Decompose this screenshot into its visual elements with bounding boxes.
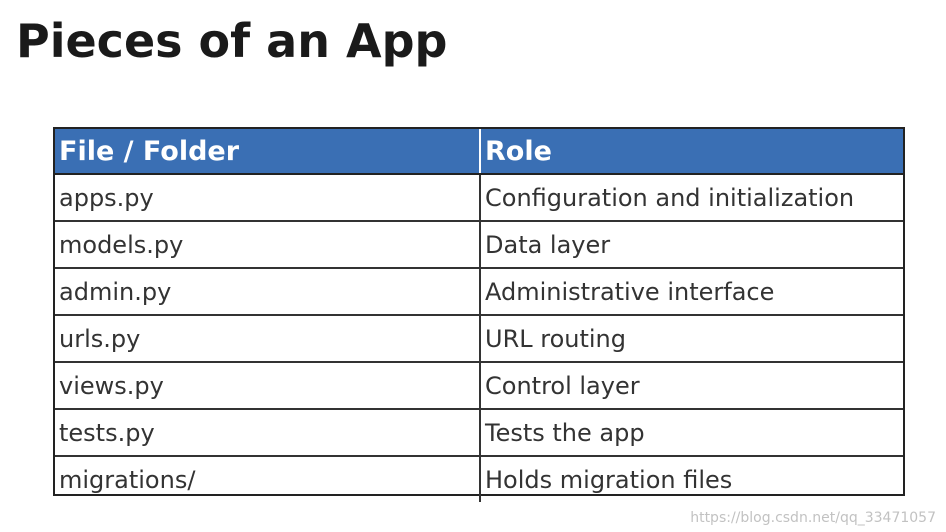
- cell-file: tests.py: [55, 408, 480, 456]
- table-row: tests.py Tests the app: [55, 408, 903, 456]
- cell-role: Data layer: [479, 220, 903, 268]
- table-row: models.py Data layer: [55, 220, 903, 268]
- table-row: views.py Control layer: [55, 361, 903, 409]
- header-role: Role: [479, 129, 903, 175]
- table-row: apps.py Configuration and initialization: [55, 174, 903, 221]
- files-table: File / Folder Role apps.py Configuration…: [53, 127, 905, 502]
- cell-file: apps.py: [59, 183, 154, 212]
- table-row: admin.py Administrative interface: [55, 267, 903, 315]
- cell-role: URL routing: [479, 314, 903, 362]
- slide-title: Pieces of an App: [16, 14, 448, 68]
- table-row: urls.py URL routing: [55, 314, 903, 362]
- cell-role: Control layer: [479, 361, 903, 409]
- files-table-grid: File / Folder Role apps.py Configuration…: [55, 129, 903, 502]
- cell-file: migrations/: [55, 455, 480, 502]
- header-file-folder: File / Folder: [55, 129, 480, 175]
- watermark-url: https://blog.csdn.net/qq_33471057: [690, 510, 936, 526]
- table-body: apps.py Configuration and initialization…: [55, 174, 903, 502]
- table-header-row: File / Folder Role: [55, 129, 903, 175]
- cell-file: urls.py: [55, 314, 480, 362]
- cell-role: Configuration and initialization: [479, 174, 903, 221]
- table-row: migrations/ Holds migration files: [55, 455, 903, 502]
- cell-file: views.py: [55, 361, 480, 409]
- cell-file: models.py: [55, 220, 480, 268]
- cell-role: Administrative interface: [479, 267, 903, 315]
- cell-file: admin.py: [55, 267, 480, 315]
- table-header: File / Folder Role: [55, 129, 903, 175]
- cell-role: Holds migration files: [479, 455, 903, 502]
- cell-role: Tests the app: [479, 408, 903, 456]
